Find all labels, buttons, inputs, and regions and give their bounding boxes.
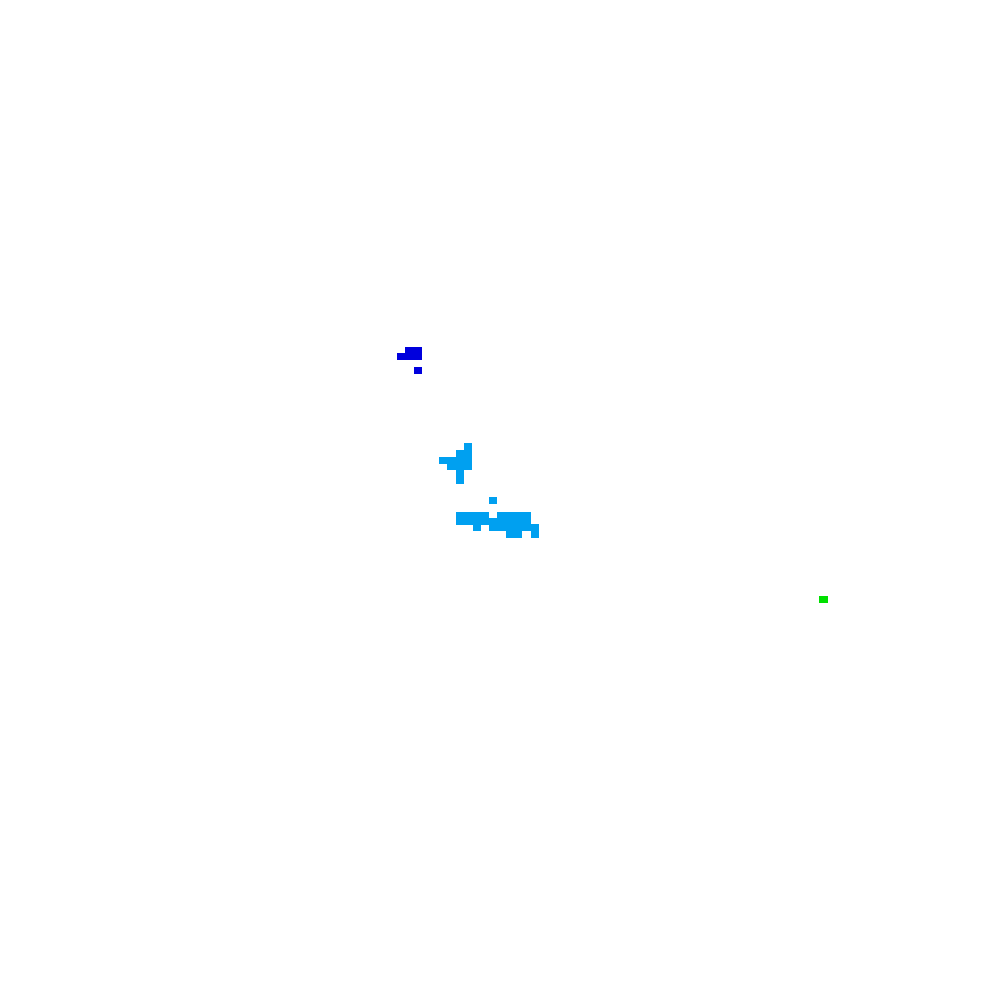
pixel-block <box>456 450 472 458</box>
pixel-block <box>473 524 481 531</box>
light-blue-cluster-lower <box>456 497 539 538</box>
pixel-block <box>456 512 489 519</box>
pixel-block <box>456 469 464 477</box>
light-blue-cluster-upper <box>439 443 472 484</box>
pixel-block <box>497 512 531 519</box>
pixel-block <box>397 353 422 360</box>
pixel-block <box>439 457 472 464</box>
green-dot <box>819 596 828 603</box>
pixel-block <box>506 530 522 538</box>
pixel-block <box>414 367 422 374</box>
dark-blue-cluster <box>397 347 422 374</box>
pixel-block <box>819 596 828 603</box>
pixel-block <box>405 347 422 354</box>
pixel-block <box>531 530 539 538</box>
pixel-block <box>456 476 464 484</box>
pixel-block <box>456 518 531 525</box>
pixel-block <box>447 463 472 470</box>
pixel-block <box>489 497 497 504</box>
pixel-block <box>464 443 472 451</box>
pixel-block <box>489 524 539 531</box>
